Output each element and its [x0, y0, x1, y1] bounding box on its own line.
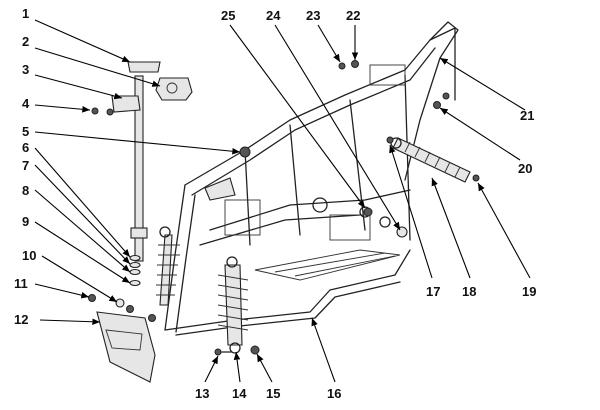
leader-6 [34, 147, 131, 258]
leader-18 [431, 177, 471, 279]
leader-2 [34, 47, 161, 87]
frame-tubes [164, 21, 459, 336]
callout-7: 7 [22, 158, 29, 173]
rear-shock-bolt-17 [386, 136, 394, 144]
callout-21: 21 [520, 108, 534, 123]
callout-4: 4 [22, 96, 30, 111]
shock-bolt-13 [214, 348, 233, 356]
callout-13: 13 [195, 386, 209, 401]
callout-3: 3 [22, 62, 29, 77]
leader-5 [34, 131, 241, 155]
leader-11 [34, 283, 90, 299]
callout-24: 24 [266, 8, 281, 23]
callout-22: 22 [346, 8, 360, 23]
steering-stem [127, 61, 161, 262]
callout-11: 11 [14, 276, 28, 291]
bolt-20 [433, 92, 450, 109]
callout-labels: 1 2 3 4 5 6 7 8 9 10 11 12 13 14 15 16 1… [14, 6, 536, 401]
leader-25 [229, 24, 366, 209]
clamp-block [111, 95, 141, 113]
stem-washers [129, 254, 141, 287]
leader-10 [41, 255, 118, 303]
leader-24 [274, 24, 401, 231]
motorcycle-frame-drawing [88, 21, 480, 383]
leader-13 [204, 355, 219, 383]
callout-2: 2 [22, 34, 29, 49]
leader-17 [389, 144, 433, 279]
leader-19 [477, 182, 531, 279]
leader-1 [34, 19, 131, 63]
callout-1: 1 [22, 6, 29, 21]
bolts-4 [91, 107, 114, 116]
bushing-24-25 [363, 207, 408, 238]
callout-23: 23 [306, 8, 320, 23]
skid-plate [96, 311, 156, 383]
callout-25: 25 [221, 8, 235, 23]
callout-17: 17 [426, 284, 440, 299]
callout-18: 18 [462, 284, 476, 299]
leader-3 [34, 74, 123, 100]
callout-5: 5 [22, 124, 29, 139]
top-clamp [155, 77, 193, 101]
leader-23 [317, 24, 341, 63]
leader-12 [39, 318, 101, 326]
front-shock [156, 226, 180, 306]
leader-21 [439, 57, 526, 111]
callout-leaders [34, 19, 531, 383]
callout-16: 16 [327, 386, 341, 401]
rear-shock [390, 137, 471, 183]
callout-9: 9 [22, 214, 29, 229]
front-mount-bolts [88, 294, 156, 322]
callout-6: 6 [22, 140, 29, 155]
callout-14: 14 [232, 386, 247, 401]
callout-15: 15 [266, 386, 280, 401]
callout-8: 8 [22, 183, 29, 198]
shock-nut-15 [250, 345, 260, 355]
leader-20 [439, 107, 521, 161]
leader-7 [34, 164, 131, 265]
leader-14 [233, 351, 241, 383]
leader-16 [311, 317, 336, 383]
leader-15 [256, 353, 273, 383]
rear-shock-bolt-19 [472, 174, 480, 182]
leader-9 [34, 221, 131, 284]
leader-8 [34, 189, 131, 273]
bolts-22-23 [338, 60, 359, 70]
callout-10: 10 [22, 248, 36, 263]
callout-12: 12 [14, 312, 28, 327]
leader-4 [34, 104, 91, 113]
center-shock [217, 256, 249, 354]
callout-20: 20 [518, 161, 532, 176]
nut-5 [239, 146, 251, 158]
callout-19: 19 [522, 284, 536, 299]
